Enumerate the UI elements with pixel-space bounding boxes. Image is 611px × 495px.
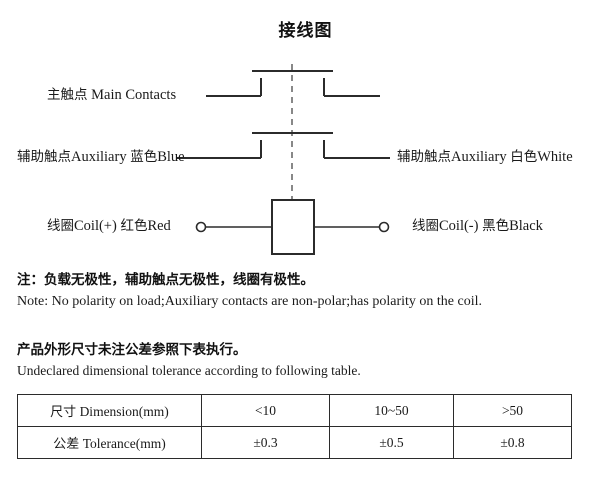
coil-positive-terminal <box>195 221 207 233</box>
label-aux-left-cn: 辅助触点 <box>17 149 71 165</box>
wiring-diagram-svg <box>177 64 390 255</box>
note-text-cn: 注：负载无极性，辅助触点无极性，线圈有极性。 <box>17 272 314 288</box>
table-cell: ±0.3 <box>201 426 330 459</box>
table-cell: 10~50 <box>329 394 454 427</box>
label-aux-right-en: Auxiliary <box>451 149 507 165</box>
table-row-header: 公差 Tolerance(mm) <box>17 426 202 459</box>
label-coil-pos-color-cn: 红色 <box>120 218 148 234</box>
label-coil-positive: 线圈Coil(+) 红色Red <box>47 219 171 234</box>
table-row: 公差 Tolerance(mm) ±0.3 ±0.5 ±0.8 <box>17 426 572 459</box>
wiring-diagram: 主触点 Main Contacts 辅助触点Auxiliary 蓝色Blue 辅… <box>17 64 573 255</box>
table-cell: >50 <box>453 394 572 427</box>
label-aux-right-color-en: White <box>537 149 573 165</box>
label-coil-neg-en: Coil(-) <box>439 218 479 234</box>
row-head-cn: 尺寸 <box>50 405 77 420</box>
label-aux-right-color-cn: 白色 <box>510 149 538 165</box>
table-cell: <10 <box>201 394 330 427</box>
coil-negative-terminal <box>378 221 390 233</box>
label-coil-neg-color-cn: 黑色 <box>482 218 510 234</box>
row-head-en: Dimension(mm) <box>79 404 169 419</box>
label-coil-negative: 线圈Coil(-) 黑色Black <box>412 219 543 234</box>
table-cell: ±0.8 <box>453 426 572 459</box>
notes-block: 注：负载无极性，辅助触点无极性，线圈有极性。 Note: No polarity… <box>17 270 597 313</box>
label-aux-right-cn: 辅助触点 <box>397 149 451 165</box>
label-coil-neg-color-en: Black <box>509 218 543 234</box>
label-coil-pos-en: Coil(+) <box>74 218 117 234</box>
row-head-cn: 公差 <box>53 437 80 452</box>
table-cell: ±0.5 <box>329 426 454 459</box>
tolerance-text-en: Undeclared dimensional tolerance accordi… <box>17 363 361 379</box>
label-aux-left-color-en: Blue <box>157 149 185 165</box>
tolerance-table: 尺寸 Dimension(mm) <10 10~50 >50 公差 Tolera… <box>17 394 572 459</box>
note-text-en: Note: No polarity on load;Auxiliary cont… <box>17 293 482 309</box>
label-coil-pos-cn: 线圈 <box>47 218 74 234</box>
label-coil-neg-cn: 线圈 <box>412 218 439 234</box>
label-aux-left-color-cn: 蓝色 <box>130 149 158 165</box>
coil-symbol <box>195 199 390 255</box>
label-coil-pos-color-en: Red <box>147 218 171 234</box>
label-main-contacts-cn: 主触点 <box>47 87 88 103</box>
label-auxiliary-white: 辅助触点Auxiliary 白色White <box>397 150 573 165</box>
table-row-header: 尺寸 Dimension(mm) <box>17 394 202 427</box>
coil-box <box>271 199 315 255</box>
label-auxiliary-blue: 辅助触点Auxiliary 蓝色Blue <box>17 150 185 165</box>
label-main-contacts-en: Main Contacts <box>91 87 177 103</box>
tolerance-intro-block: 产品外形尺寸未注公差参照下表执行。 Undeclared dimensional… <box>17 340 597 383</box>
table-row: 尺寸 Dimension(mm) <10 10~50 >50 <box>17 394 572 427</box>
main-contact-symbol <box>206 70 380 97</box>
label-aux-left-en: Auxiliary <box>71 149 127 165</box>
page-title: 接线图 <box>278 21 333 41</box>
label-main-contacts: 主触点 Main Contacts <box>47 88 176 103</box>
auxiliary-contact-symbol <box>177 132 390 159</box>
tolerance-text-cn: 产品外形尺寸未注公差参照下表执行。 <box>17 342 247 358</box>
row-head-en: Tolerance(mm) <box>82 436 166 451</box>
